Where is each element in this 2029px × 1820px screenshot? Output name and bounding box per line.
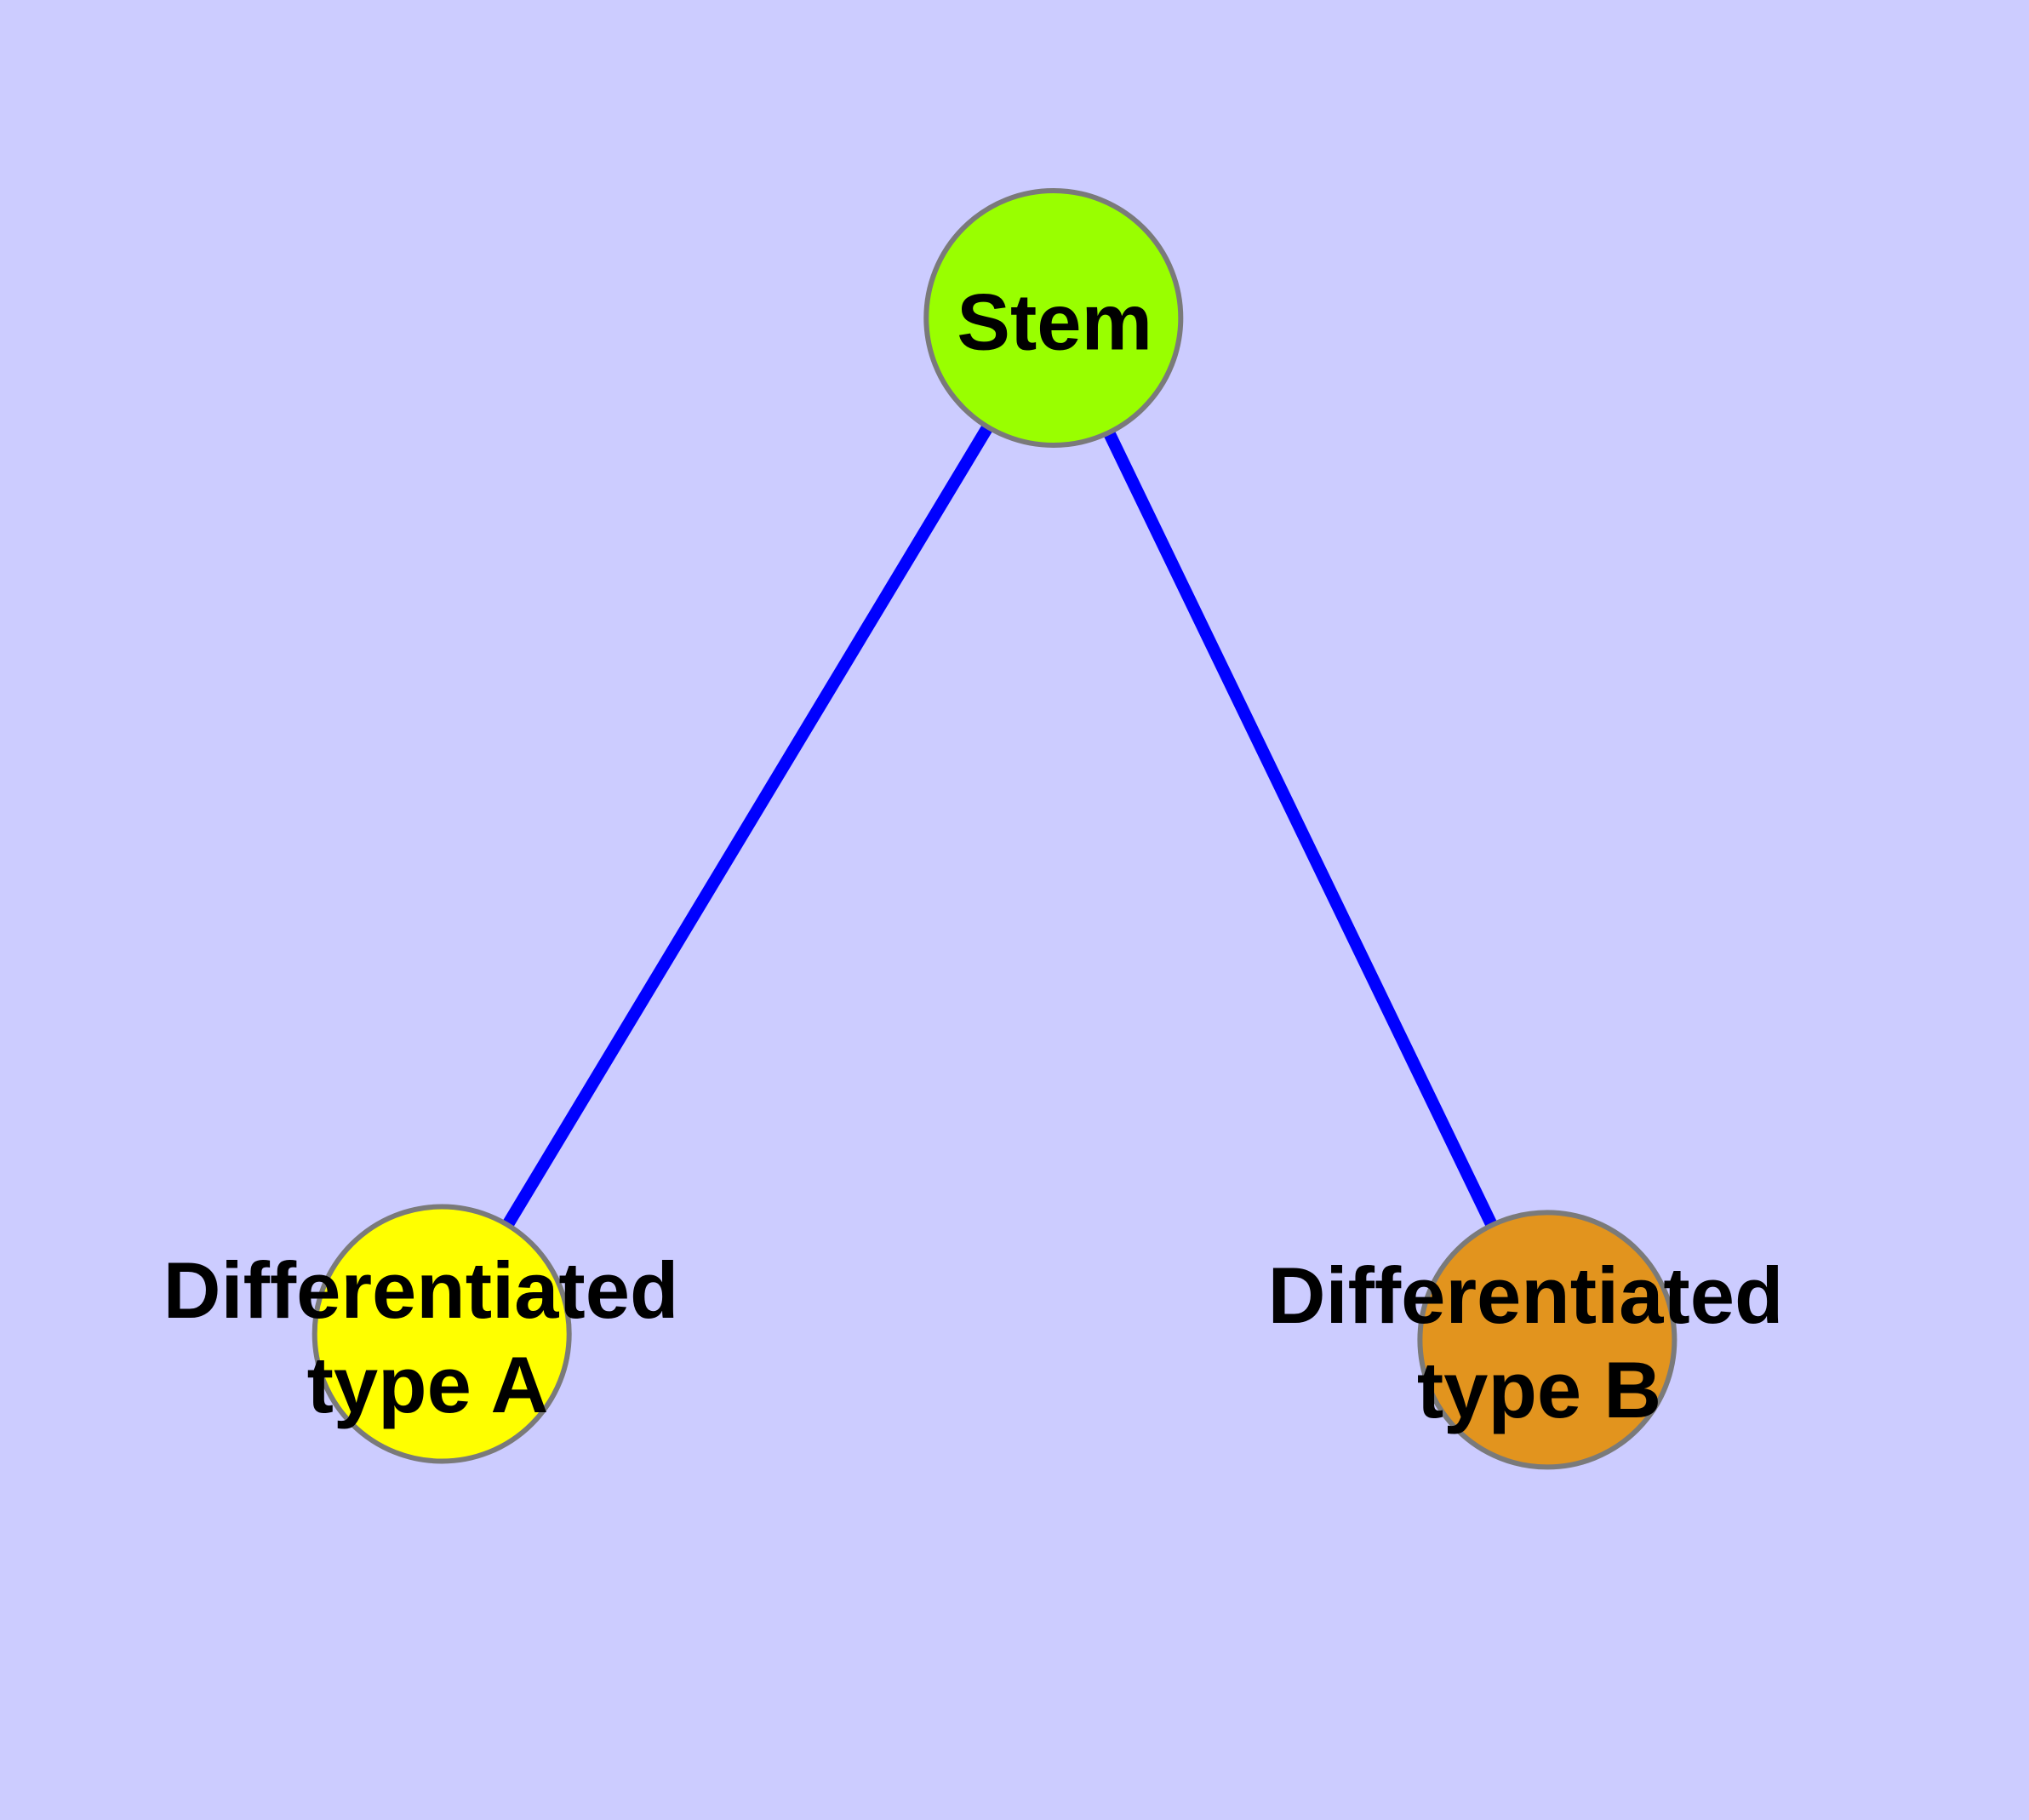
svg-text:Stem: Stem <box>957 278 1152 367</box>
svg-text:Differentiated: Differentiated <box>1268 1251 1784 1340</box>
svg-text:type B: type B <box>1417 1345 1661 1434</box>
svg-text:type A: type A <box>307 1340 549 1429</box>
svg-text:Differentiated: Differentiated <box>163 1245 679 1335</box>
